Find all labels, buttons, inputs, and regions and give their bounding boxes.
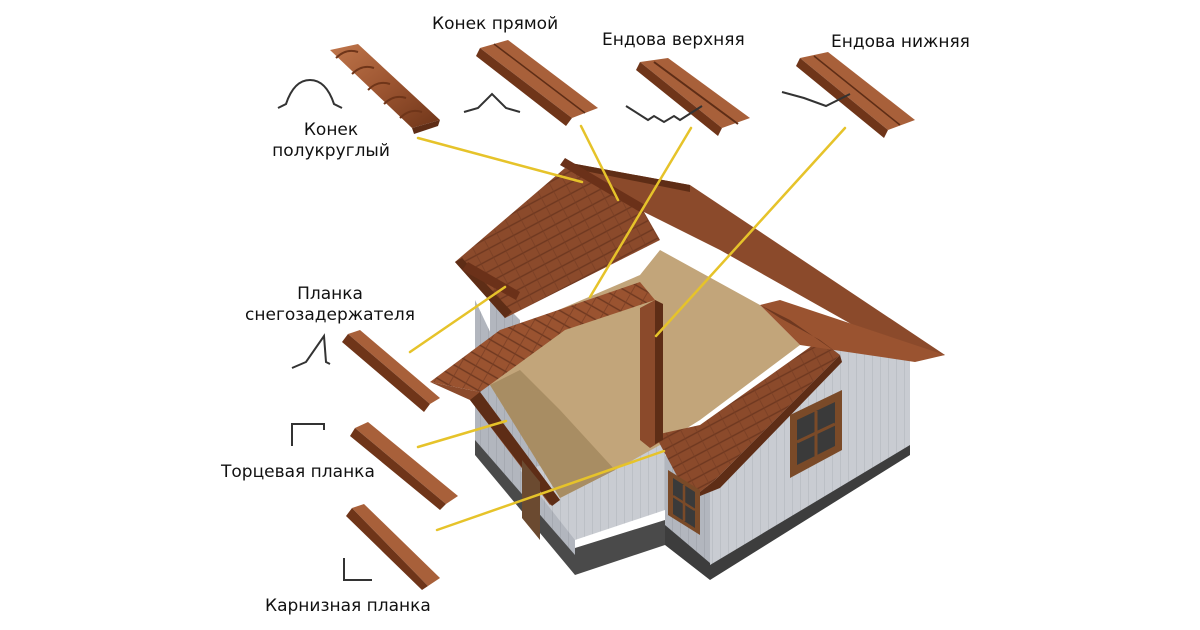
- front-left-roof-edge: [470, 392, 560, 506]
- right-wing-roof-trim: [690, 355, 842, 500]
- valley-upper-profile-icon: [625, 105, 703, 124]
- snow-guard-profile-icon: [291, 333, 331, 369]
- foundation: [475, 430, 665, 575]
- label-ridge-round: Конек полукруглый: [272, 120, 390, 162]
- ridge-straight-profile-icon: [463, 92, 521, 113]
- valley-post-side: [655, 300, 663, 444]
- label-eave-strip: Карнизная планка: [265, 596, 431, 616]
- right-wing-roof: [655, 340, 840, 500]
- roof-snow-guard: [462, 262, 520, 300]
- eave-strip-piece: [346, 504, 440, 590]
- back-right-valley: [760, 305, 840, 355]
- gable-strip-piece: [350, 422, 458, 510]
- window-right: [790, 390, 842, 478]
- ridge-round-profile-icon: [277, 78, 343, 109]
- label-snow-guard-line1: Планка: [297, 284, 363, 304]
- gable-strip-profile-icon: [291, 423, 325, 446]
- main-roof-top: [565, 162, 945, 360]
- ridge-round-piece: [330, 44, 440, 134]
- attic-deck-shadow: [490, 370, 615, 498]
- pointer-valley-upper: [588, 126, 693, 299]
- label-ridge-straight: Конек прямой: [432, 14, 559, 34]
- main-roof-left: [455, 168, 660, 318]
- window-front: [668, 470, 700, 535]
- pointer-gable: [416, 419, 508, 449]
- pointer-valley-lower: [654, 126, 847, 338]
- label-snow-guard-strip: Планка снегозадержателя: [240, 284, 420, 326]
- valley-lower-piece: [796, 52, 915, 138]
- pointer-ridge-round: [416, 136, 584, 184]
- front-left-roof: [430, 282, 655, 392]
- valley-lower-profile-icon: [781, 91, 851, 108]
- snow-guard-piece: [342, 330, 440, 412]
- label-ridge-round-line1: Конек: [303, 120, 359, 140]
- label-valley-lower: Ендова нижняя: [831, 32, 970, 52]
- main-roof-top-edge: [565, 162, 690, 192]
- label-ridge-round-line2: полукруглый: [272, 141, 390, 161]
- pointer-ridge-straight: [579, 124, 620, 202]
- label-valley-upper: Ендова верхняя: [602, 30, 745, 50]
- door: [522, 460, 540, 540]
- pointer-snow-guard: [408, 285, 507, 354]
- pointer-eave: [435, 449, 666, 532]
- ridge-cap: [560, 158, 645, 212]
- eave-strip-profile-icon: [343, 558, 372, 581]
- valley-upper-piece: [636, 58, 750, 136]
- back-right-roof: [760, 300, 945, 362]
- label-gable-strip: Торцевая планка: [221, 462, 375, 482]
- pointer-lines: [408, 124, 847, 532]
- label-snow-guard-line2: снегозадержателя: [245, 305, 415, 325]
- ridge-straight-piece: [476, 40, 598, 126]
- house: [430, 158, 945, 580]
